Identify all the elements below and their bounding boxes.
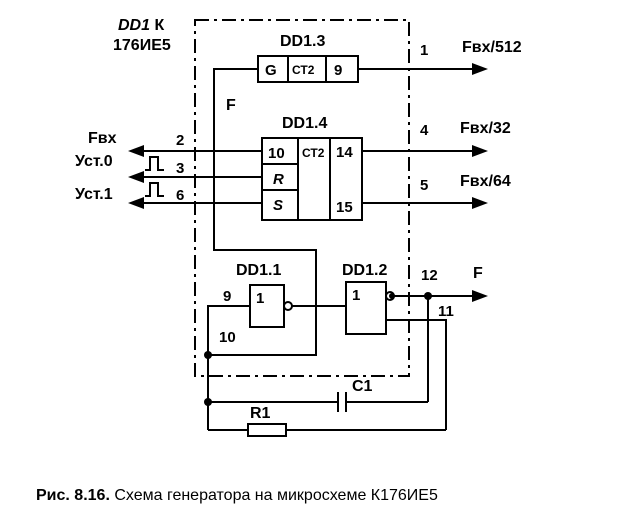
arrow-in-ust1: [128, 197, 144, 209]
chip-boundary: [194, 19, 410, 377]
dd11-body: [249, 284, 285, 328]
figure-caption: Рис. 8.16. Схема генератора на микросхем…: [36, 487, 438, 504]
pulse-ust1-icon: [145, 182, 164, 197]
pin-5-label: 5: [420, 177, 428, 194]
counter-dd14: DD1.4 10 СТ2 14 R S 15: [261, 115, 363, 221]
counter-dd13: DD1.3 G СТ2 9: [257, 33, 359, 83]
output-64-label: Fвх/64: [460, 173, 511, 190]
dd14-pin-15: 15: [336, 199, 353, 216]
output-32-label: Fвх/32: [460, 120, 511, 137]
resistor-r1-label: R1: [250, 405, 271, 422]
dd14-body: [261, 137, 363, 221]
internal-f-label: F: [226, 97, 236, 114]
chip-label: DD1 К 176ИЕ5: [113, 17, 171, 54]
chip-type: 176ИЕ5: [113, 37, 171, 54]
dd11-invert-bubble: [283, 301, 293, 311]
node-dd12-out: [389, 293, 395, 299]
wire-dd11-input: [207, 305, 250, 430]
output-f-label: F: [473, 265, 483, 282]
dd12-function: 1: [352, 287, 360, 304]
arrow-out-512: [472, 63, 488, 75]
dd12-pin-12: 12: [421, 267, 438, 284]
inverter-dd11: DD1.1 1 9 10: [219, 262, 293, 346]
dd11-function: 1: [256, 290, 264, 307]
pulse-ust0-icon: [145, 156, 164, 171]
node-left-rail-top: [204, 351, 212, 359]
capacitor-c1-label: C1: [352, 378, 373, 395]
input-ust1-label: Уст.1: [75, 186, 113, 203]
dd14-pin-14: 14: [336, 144, 353, 161]
dd14-r-input: R: [273, 171, 284, 188]
pin-3-label: 3: [176, 160, 184, 177]
chip-name: DD1: [118, 17, 150, 34]
dd11-pin-9: 9: [223, 288, 231, 305]
dd14-ct: СТ2: [302, 146, 325, 160]
dd14-pin-10: 10: [268, 145, 285, 162]
pin-1-label: 1: [420, 42, 428, 59]
dd11-pin-10: 10: [219, 329, 236, 346]
dd12-pin-11: 11: [438, 303, 454, 320]
pin-6-label: 6: [176, 187, 184, 204]
arrow-out-f: [472, 290, 488, 302]
arrow-out-64: [472, 197, 488, 209]
resistor-r1: [247, 423, 287, 437]
wire-pin-11: [386, 319, 447, 430]
dd11-label: DD1.1: [236, 262, 281, 279]
caption-prefix: Рис. 8.16.: [36, 487, 110, 504]
input-ust0-label: Уст.0: [75, 153, 113, 170]
dd12-body: [345, 281, 387, 335]
arrow-out-32: [472, 145, 488, 157]
svg-text:DD1 К: DD1 К: [118, 17, 164, 34]
dd13-ct: СТ2: [292, 63, 315, 77]
pin-4-label: 4: [420, 122, 429, 139]
dd12-label: DD1.2: [342, 262, 387, 279]
dd13-pin-9: 9: [334, 62, 342, 79]
output-512-label: Fвх/512: [462, 39, 522, 56]
chip-name-suffix: К: [150, 17, 164, 34]
pin-2-label: 2: [176, 132, 184, 149]
dd13-label: DD1.3: [280, 33, 325, 50]
dd14-label: DD1.4: [282, 115, 327, 132]
arrow-in-ust0: [128, 171, 144, 183]
dd14-s-input: S: [273, 197, 283, 214]
arrow-in-fvx: [128, 145, 144, 157]
input-fvx-label: Fвх: [88, 130, 117, 147]
inverter-dd12: DD1.2 1 12 11: [342, 262, 454, 335]
caption-text: Схема генератора на микросхеме К176ИЕ5: [110, 487, 438, 504]
dd13-g-input: G: [265, 62, 277, 79]
wire-internal-f: [208, 68, 317, 356]
